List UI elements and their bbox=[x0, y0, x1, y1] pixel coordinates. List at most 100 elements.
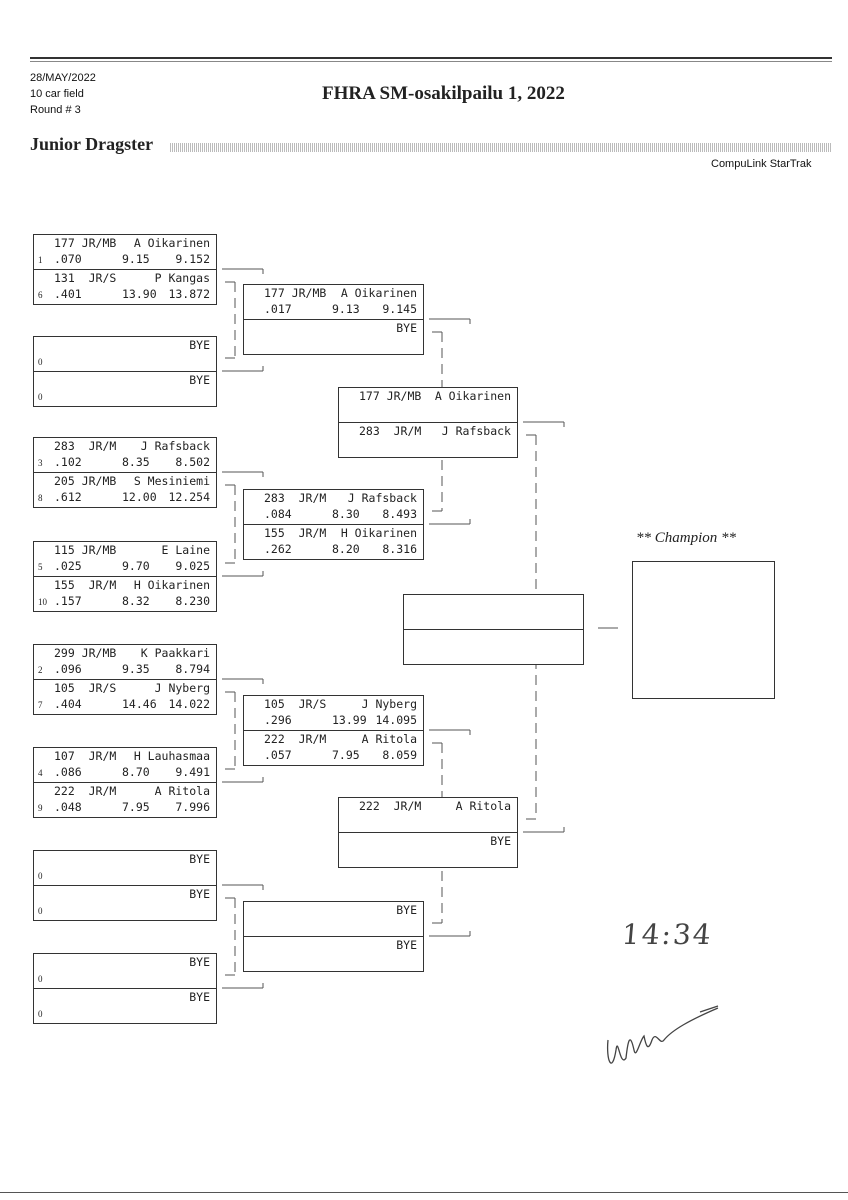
dial-in: 12.00 bbox=[122, 490, 157, 504]
dial-in: 7.95 bbox=[122, 800, 150, 814]
reaction-time: .296 bbox=[264, 713, 292, 727]
dial-in: 8.70 bbox=[122, 765, 150, 779]
seed-number: 0 bbox=[38, 357, 43, 367]
handwritten-time: 14:34 bbox=[620, 918, 715, 951]
seed-number: 5 bbox=[38, 562, 43, 572]
racer-slot: BYE 0 bbox=[34, 988, 216, 1023]
reaction-time: .084 bbox=[264, 507, 292, 521]
top-rule bbox=[30, 57, 832, 59]
car-number: 177 JR/MB bbox=[359, 389, 422, 403]
champion-label: ** Champion ** bbox=[636, 530, 737, 546]
racer-slot: BYE bbox=[339, 832, 517, 867]
seed-number: 10 bbox=[38, 597, 47, 607]
reaction-time: .401 bbox=[54, 287, 82, 301]
racer-name: BYE bbox=[189, 373, 210, 387]
seed-number: 9 bbox=[38, 803, 43, 813]
dial-in: 9.15 bbox=[122, 252, 150, 266]
racer-slot: BYE bbox=[244, 319, 423, 354]
racer-name: P Kangas bbox=[154, 271, 210, 285]
car-number: 222 JR/M bbox=[54, 784, 117, 798]
racer-name: J Nyberg bbox=[154, 681, 210, 695]
elapsed-time: 13.872 bbox=[168, 287, 210, 301]
dial-in: 9.13 bbox=[332, 302, 360, 316]
car-number: 177 JR/MB bbox=[264, 286, 327, 300]
dial-in: 13.99 bbox=[332, 713, 367, 727]
seed-number: 0 bbox=[38, 1009, 43, 1019]
racer-slot bbox=[404, 629, 583, 664]
event-date: 28/MAY/2022 bbox=[30, 72, 96, 84]
racer-name: H Oikarinen bbox=[133, 578, 210, 592]
reaction-time: .086 bbox=[54, 765, 82, 779]
reaction-time: .070 bbox=[54, 252, 82, 266]
racer-name: BYE bbox=[189, 955, 210, 969]
champion-box bbox=[632, 561, 775, 699]
elapsed-time: 9.025 bbox=[175, 559, 210, 573]
racer-name: BYE bbox=[396, 903, 417, 917]
reaction-time: .102 bbox=[54, 455, 82, 469]
racer-name: J Nyberg bbox=[361, 697, 417, 711]
elapsed-time: 9.491 bbox=[175, 765, 210, 779]
class-title: Junior Dragster bbox=[30, 134, 154, 154]
car-number: 283 JR/M bbox=[264, 491, 327, 505]
reaction-time: .612 bbox=[54, 490, 82, 504]
bottom-rule bbox=[0, 1192, 848, 1193]
car-number: 222 JR/M bbox=[264, 732, 327, 746]
racer-slot: BYE bbox=[244, 936, 423, 971]
elapsed-time: 12.254 bbox=[168, 490, 210, 504]
racer-slot bbox=[404, 595, 583, 629]
racer-name: BYE bbox=[396, 938, 417, 952]
dial-in: 8.32 bbox=[122, 594, 150, 608]
field-size: 10 car field bbox=[30, 88, 84, 100]
seed-number: 4 bbox=[38, 768, 43, 778]
seed-number: 7 bbox=[38, 700, 43, 710]
racer-name: BYE bbox=[490, 834, 511, 848]
round-number: Round # 3 bbox=[30, 104, 81, 116]
seed-number: 0 bbox=[38, 392, 43, 402]
racer-name: E Laine bbox=[161, 543, 210, 557]
racer-name: BYE bbox=[189, 990, 210, 1004]
top-rule-thin bbox=[30, 61, 832, 62]
elapsed-time: 8.316 bbox=[382, 542, 417, 556]
racer-name: BYE bbox=[189, 338, 210, 352]
car-number: 283 JR/M bbox=[54, 439, 117, 453]
reaction-time: .262 bbox=[264, 542, 292, 556]
seed-number: 2 bbox=[38, 665, 43, 675]
reaction-time: .404 bbox=[54, 697, 82, 711]
racer-name: K Paakkari bbox=[140, 646, 210, 660]
elapsed-time: 14.095 bbox=[375, 713, 417, 727]
seed-number: 8 bbox=[38, 493, 43, 503]
racer-name: A Ritola bbox=[455, 799, 511, 813]
car-number: 177 JR/MB bbox=[54, 236, 117, 250]
dial-in: 13.90 bbox=[122, 287, 157, 301]
elapsed-time: 8.502 bbox=[175, 455, 210, 469]
reaction-time: .025 bbox=[54, 559, 82, 573]
dial-in: 8.20 bbox=[332, 542, 360, 556]
car-number: 155 JR/M bbox=[54, 578, 117, 592]
racer-name: H Oikarinen bbox=[340, 526, 417, 540]
racer-name: A Ritola bbox=[154, 784, 210, 798]
racer-slot: BYE 0 bbox=[34, 337, 216, 371]
car-number: 105 JR/S bbox=[264, 697, 327, 711]
software-name: CompuLink StarTrak bbox=[711, 158, 812, 170]
car-number: 105 JR/S bbox=[54, 681, 117, 695]
matchup-box: BYE BYE bbox=[243, 901, 424, 972]
event-title: FHRA SM-osakilpailu 1, 2022 bbox=[322, 83, 565, 104]
racer-name: BYE bbox=[396, 321, 417, 335]
